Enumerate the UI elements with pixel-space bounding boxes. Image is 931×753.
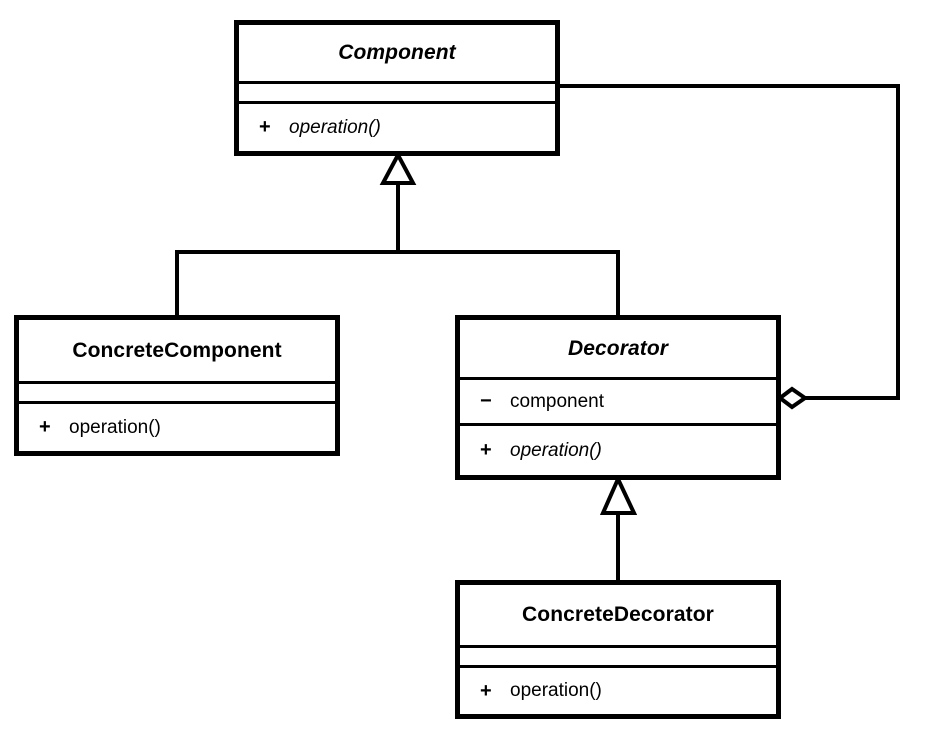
generalization-edge-to-decorator: [599, 474, 638, 582]
class-name-concretecomponent: ConcreteComponent: [19, 320, 335, 381]
attributes-compartment-concretecomponent: [19, 381, 335, 401]
class-box-component[interactable]: Component + operation(): [234, 20, 560, 156]
operations-compartment-concretecomponent: + operation(): [19, 401, 335, 451]
attribute-label: component: [510, 390, 605, 412]
aggregation-edge-decorator-component: [558, 84, 900, 410]
visibility-marker: −: [480, 390, 492, 412]
class-name-component: Component: [239, 25, 555, 81]
operations-compartment-component: + operation(): [239, 101, 555, 151]
attributes-compartment-decorator: − component: [460, 377, 776, 423]
visibility-marker: +: [480, 679, 492, 702]
operations-compartment-concretedecorator: + operation(): [460, 665, 776, 714]
class-box-concretedecorator[interactable]: ConcreteDecorator + operation(): [455, 580, 781, 719]
operations-compartment-decorator: + operation(): [460, 423, 776, 475]
class-name-decorator: Decorator: [460, 320, 776, 377]
visibility-marker: +: [259, 116, 271, 138]
attributes-compartment-concretedecorator: [460, 645, 776, 665]
attributes-compartment-component: [239, 81, 555, 101]
hollow-triangle-icon: [379, 150, 417, 185]
hollow-diamond-icon: [776, 386, 809, 410]
class-box-concretecomponent[interactable]: ConcreteComponent + operation(): [14, 315, 340, 456]
class-box-decorator[interactable]: Decorator − component + operation(): [455, 315, 781, 480]
operation-label: operation(): [510, 439, 602, 461]
generalization-edge-to-component: [175, 150, 620, 317]
hollow-triangle-icon: [599, 474, 638, 515]
visibility-marker: +: [39, 416, 51, 438]
class-name-concretedecorator: ConcreteDecorator: [460, 585, 776, 645]
visibility-marker: +: [480, 439, 492, 461]
operation-label: operation(): [69, 416, 161, 438]
operation-label: operation(): [289, 116, 381, 138]
operation-label: operation(): [510, 680, 602, 701]
